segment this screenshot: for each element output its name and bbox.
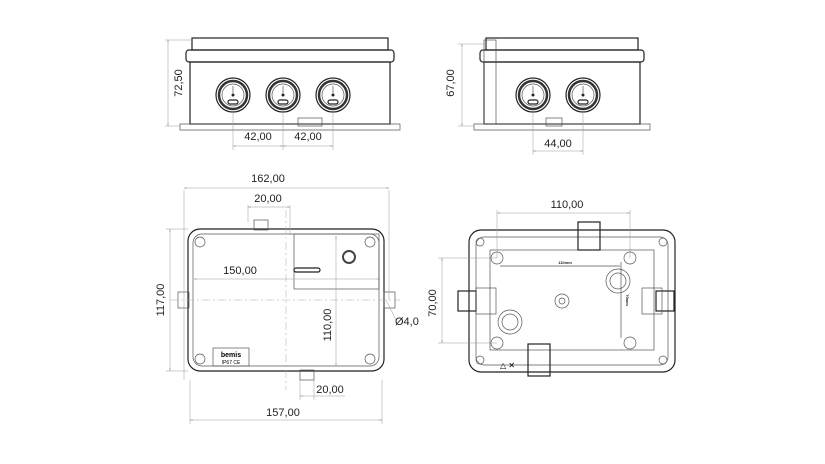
brand-logo: bemis bbox=[221, 352, 241, 359]
front-height-label: 72,50 bbox=[173, 69, 185, 97]
side-height-label: 67,00 bbox=[445, 69, 457, 97]
marking-text: IP67 CE bbox=[222, 360, 241, 366]
inner-height-label: 110,00 bbox=[322, 309, 334, 342]
front-view: 72,50 42,00 42,00 bbox=[165, 37, 401, 150]
tab-width-label: 20,00 bbox=[254, 193, 282, 205]
overall-height-label: 117,00 bbox=[155, 284, 167, 317]
cable-gland-side-1 bbox=[514, 76, 552, 114]
side-view: 67,00 44,00 bbox=[445, 37, 651, 155]
hole-spacing-x-label: 110,00 bbox=[551, 199, 584, 211]
overall-width-label: 162,00 bbox=[251, 173, 285, 185]
front-spacing-1-label: 42,00 bbox=[244, 131, 272, 143]
body-width-label: 157,00 bbox=[266, 407, 300, 419]
inner-width-label: 150,00 bbox=[223, 265, 257, 277]
cable-gland-1 bbox=[214, 76, 252, 114]
bottom-tab-width-label: 20,00 bbox=[316, 384, 344, 396]
bottom-view: 110mm 70mm △ ✕ 110,00 70,00 bbox=[427, 199, 676, 377]
side-spacing-label: 44,00 bbox=[544, 138, 572, 150]
warning-symbols: △ ✕ bbox=[500, 361, 515, 370]
top-view: bemis IP67 CE 162,00 20,00 150,00 117,00… bbox=[155, 173, 419, 424]
hole-spacing-y-label: 70,00 bbox=[427, 289, 439, 317]
front-spacing-2-label: 42,00 bbox=[294, 131, 322, 143]
cable-gland-3 bbox=[314, 76, 352, 114]
cable-gland-side-2 bbox=[564, 76, 602, 114]
cable-gland-2 bbox=[264, 76, 302, 114]
inner-label-x: 110mm bbox=[558, 260, 572, 265]
inner-label-y: 70mm bbox=[625, 294, 630, 306]
hole-diameter-label: Ø4,0 bbox=[395, 316, 419, 328]
